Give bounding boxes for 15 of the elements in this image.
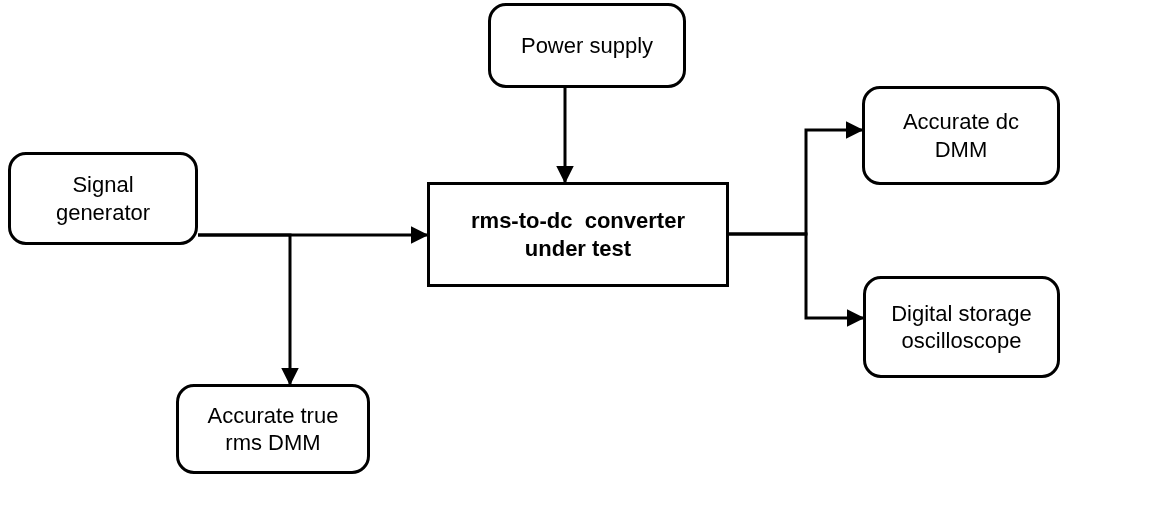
process-box [427, 182, 729, 287]
rounded-box [863, 276, 1060, 378]
arrow [729, 232, 865, 327]
node-label: rms-to-dc converter under test [470, 207, 686, 262]
rounded-box [488, 3, 686, 88]
node-label: Digital storage oscilloscope [890, 299, 1033, 355]
arrow [556, 88, 574, 184]
node-label: Accurate true rms DMM [206, 401, 340, 457]
rounded-box [176, 384, 370, 474]
rounded-box [862, 86, 1060, 185]
arrow [198, 233, 299, 386]
rounded-box [8, 152, 198, 245]
node-label: Signal generator [54, 171, 152, 226]
node-label: Power supply [520, 31, 654, 60]
node-label: Accurate dc DMM [901, 108, 1021, 163]
